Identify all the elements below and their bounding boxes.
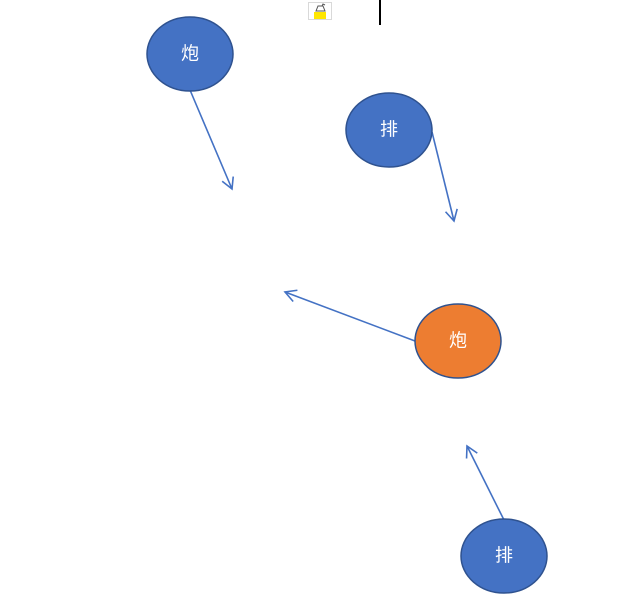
- arrow-pao-mid: [283, 289, 416, 342]
- node-pai-bottom[interactable]: 排: [460, 518, 548, 594]
- node-pao-mid[interactable]: 炮: [414, 303, 502, 379]
- node-pao-top[interactable]: 炮: [146, 16, 234, 92]
- paste-options-icon[interactable]: [308, 2, 332, 20]
- node-label: 排: [495, 546, 513, 567]
- arrow-pai-bottom: [465, 444, 505, 521]
- node-label: 炮: [181, 44, 199, 65]
- node-label: 排: [380, 120, 398, 141]
- node-label: 炮: [449, 331, 467, 352]
- node-pai-upper[interactable]: 排: [345, 92, 433, 168]
- arrow-pai-upper: [431, 131, 458, 223]
- text-cursor: [379, 0, 381, 25]
- arrow-pao-top: [189, 89, 235, 191]
